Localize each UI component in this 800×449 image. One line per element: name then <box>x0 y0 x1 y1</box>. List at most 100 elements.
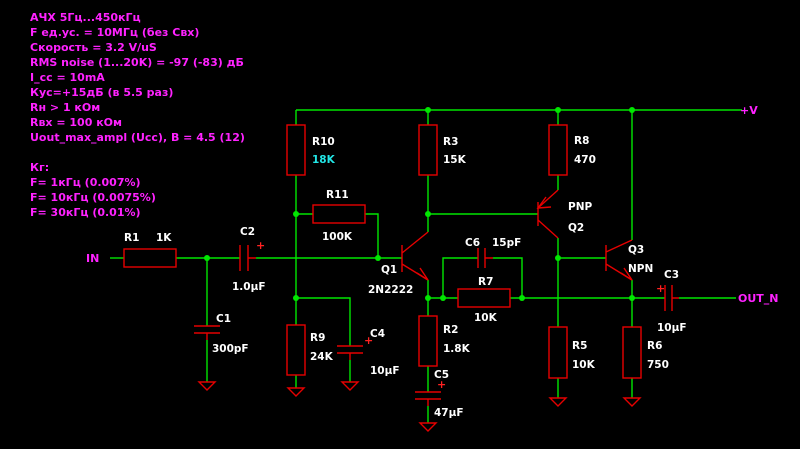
svg-text:+: + <box>256 239 265 252</box>
capacitor-c3: + C3 10µF <box>656 269 687 334</box>
spec-slew-rate: Скорость = 3.2 V/uS <box>30 41 157 54</box>
svg-text:300pF: 300pF <box>212 343 249 355</box>
spec-max-output: Uout_max_ampl (Ucc), B = 4.5 (12) <box>30 131 245 144</box>
svg-text:10µF: 10µF <box>370 365 400 377</box>
ground-icon <box>197 381 217 391</box>
svg-text:15K: 15K <box>443 154 467 166</box>
svg-text:R5: R5 <box>572 340 587 352</box>
ground-icon <box>548 397 568 407</box>
ground-icon <box>622 397 642 407</box>
svg-text:Q1: Q1 <box>381 264 397 276</box>
junction-dot <box>440 295 446 301</box>
svg-text:24K: 24K <box>310 351 334 363</box>
svg-text:R11: R11 <box>326 189 349 201</box>
spec-supply-current: I_cc = 10mA <box>30 71 105 84</box>
svg-text:+: + <box>437 378 446 391</box>
capacitor-c6: C6 15pF <box>465 237 521 268</box>
spec-thd-heading: Кг: <box>30 161 50 174</box>
svg-text:2N2222: 2N2222 <box>368 284 413 296</box>
svg-text:1.8K: 1.8K <box>443 343 471 355</box>
svg-text:750: 750 <box>647 359 669 371</box>
junction-dot <box>425 211 431 217</box>
junction-dot <box>519 295 525 301</box>
resistor-r10: R10 18K <box>286 124 336 176</box>
svg-text:10µF: 10µF <box>657 322 687 334</box>
transistor-q1: Q1 2N2222 <box>368 231 429 296</box>
junction-dot <box>555 107 561 113</box>
junction-dot <box>425 295 431 301</box>
svg-text:+: + <box>656 282 665 295</box>
junctions <box>204 107 635 301</box>
svg-text:R1: R1 <box>124 232 139 244</box>
spec-rms-noise: RMS noise (1...20K) = -97 (-83) дБ <box>30 56 244 69</box>
junction-dot <box>629 107 635 113</box>
svg-text:Q3: Q3 <box>628 244 644 256</box>
svg-text:15pF: 15pF <box>492 237 521 249</box>
junction-dot <box>293 295 299 301</box>
svg-text:C1: C1 <box>216 313 231 325</box>
svg-text:470: 470 <box>574 154 596 166</box>
ground-symbols <box>197 381 642 432</box>
spec-thd-1k: F= 1кГц (0.007%) <box>30 176 141 189</box>
junction-dot <box>375 255 381 261</box>
capacitor-c4: + C4 10µF <box>337 328 400 377</box>
svg-text:R8: R8 <box>574 135 589 147</box>
resistor-r6: R6 750 <box>622 326 669 379</box>
svg-text:C3: C3 <box>664 269 679 281</box>
svg-text:10K: 10K <box>572 359 596 371</box>
ground-icon <box>286 387 306 397</box>
resistor-r8: R8 470 <box>548 124 596 176</box>
junction-dot <box>204 255 210 261</box>
svg-text:18K: 18K <box>312 154 336 166</box>
capacitor-c5: + C5 47µF <box>415 369 464 419</box>
svg-text:C2: C2 <box>240 226 255 238</box>
junction-dot <box>293 211 299 217</box>
spec-frequency-response: АЧХ 5Гц...450кГц <box>30 11 141 24</box>
capacitor-c2: + C2 1.0µF <box>232 226 266 293</box>
svg-text:47µF: 47µF <box>434 407 464 419</box>
svg-text:1K: 1K <box>156 232 172 244</box>
svg-text:1.0µF: 1.0µF <box>232 281 266 293</box>
resistor-r3: R3 15K <box>418 124 467 176</box>
resistor-r11: R11 100K <box>312 189 366 243</box>
svg-text:PNP: PNP <box>568 201 592 213</box>
spec-thd-30k: F= 30кГц (0.01%) <box>30 206 141 219</box>
net-label-output: OUT_N <box>738 292 779 305</box>
svg-text:100K: 100K <box>322 231 353 243</box>
transistor-q2: PNP Q2 <box>536 189 592 239</box>
svg-text:C5: C5 <box>434 369 449 381</box>
ground-icon <box>340 381 360 391</box>
svg-text:Q2: Q2 <box>568 222 584 234</box>
svg-text:R9: R9 <box>310 332 325 344</box>
svg-text:R3: R3 <box>443 136 458 148</box>
spec-load-resistance: Rн > 1 кОм <box>30 101 101 114</box>
svg-text:C4: C4 <box>370 328 385 340</box>
resistor-r1: R1 1K <box>123 232 177 268</box>
svg-text:R6: R6 <box>647 340 662 352</box>
junction-dot <box>629 295 635 301</box>
resistor-r5: R5 10K <box>548 326 596 379</box>
transistor-q3: Q3 NPN <box>605 239 653 281</box>
svg-text:C6: C6 <box>465 237 480 249</box>
ground-icon <box>418 422 438 432</box>
svg-text:R7: R7 <box>478 276 493 288</box>
resistor-r7: R7 10K <box>457 276 511 324</box>
svg-text:+: + <box>364 334 373 347</box>
spec-input-resistance: Rвх = 100 кОм <box>30 116 123 129</box>
svg-text:R10: R10 <box>312 136 335 148</box>
junction-dot <box>425 107 431 113</box>
spec-thd-10k: F= 10кГц (0.0075%) <box>30 191 156 204</box>
net-label-supply: +V <box>740 104 758 117</box>
junction-dot <box>555 255 561 261</box>
svg-text:NPN: NPN <box>628 263 653 275</box>
resistor-r2: R2 1.8K <box>418 315 471 367</box>
capacitor-c1: C1 300pF <box>194 313 249 355</box>
spec-gain: Кус=+15дБ (в 5.5 раз) <box>30 86 174 99</box>
svg-text:R2: R2 <box>443 324 458 336</box>
net-label-input: IN <box>86 252 99 265</box>
resistor-r9: R9 24K <box>286 324 334 376</box>
svg-text:10K: 10K <box>474 312 498 324</box>
spec-unity-gain-freq: F ед.ус. = 10МГц (без Свх) <box>30 26 200 39</box>
wires <box>110 109 742 423</box>
